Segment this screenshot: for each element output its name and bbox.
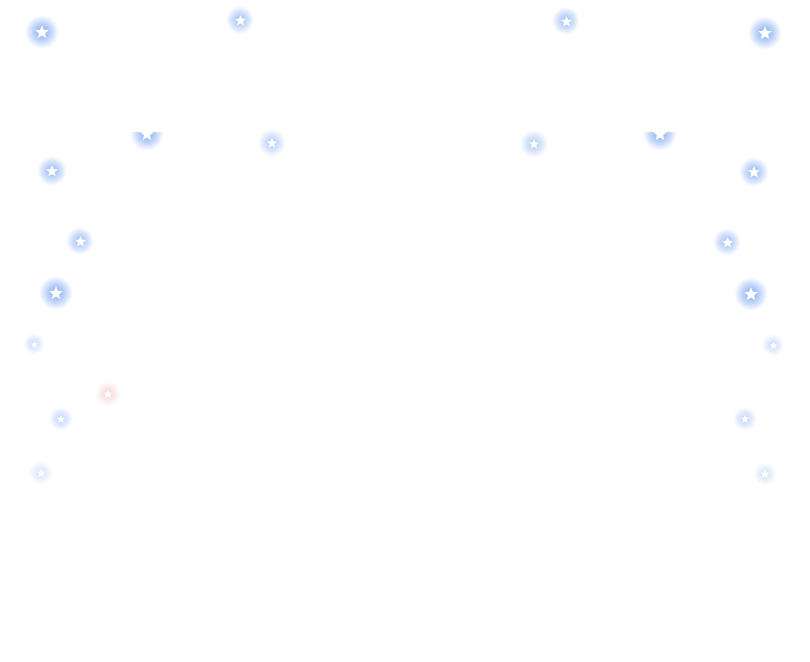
star-icon xyxy=(258,129,286,157)
star-icon xyxy=(552,7,580,35)
star-icon xyxy=(95,381,121,407)
star-icon xyxy=(520,130,548,158)
star-icon xyxy=(713,228,741,256)
star-icon xyxy=(762,334,784,356)
star-icon xyxy=(29,461,53,485)
star-icon xyxy=(37,156,67,186)
star-icon xyxy=(739,157,769,187)
star-icon xyxy=(748,16,782,50)
clip-edge-right xyxy=(630,110,690,132)
star-icon xyxy=(66,227,94,255)
star-icon xyxy=(226,6,254,34)
star-icon xyxy=(753,462,777,486)
star-icon xyxy=(733,407,757,431)
star-icon xyxy=(25,15,59,49)
star-icon xyxy=(734,277,768,311)
star-icon xyxy=(23,333,45,355)
star-icon xyxy=(49,407,73,431)
clip-edge-left xyxy=(120,110,180,132)
star-icon xyxy=(39,276,73,310)
